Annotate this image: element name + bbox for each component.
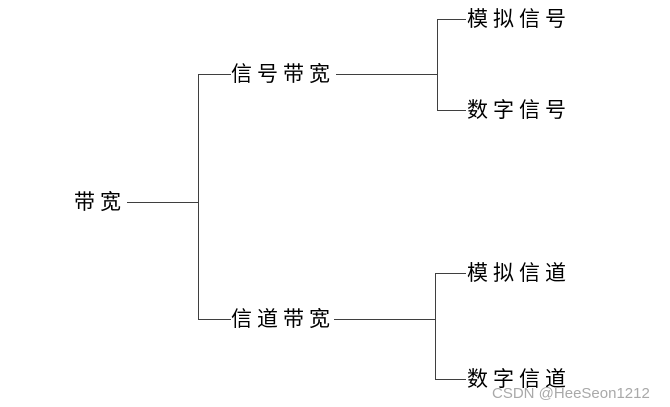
node-analog-channel: 模拟信道 [467, 261, 571, 285]
connector-digital-signal-stub [437, 110, 466, 111]
node-bandwidth-root: 带宽 [74, 190, 126, 214]
connector-root-line [127, 202, 198, 203]
connector-analog-channel-stub [435, 273, 466, 274]
connector-signal-stub [198, 74, 231, 75]
connector-level1-bracket [198, 74, 199, 320]
connector-signal-line [336, 74, 437, 75]
node-channel-bandwidth: 信道带宽 [231, 307, 335, 331]
connector-analog-signal-stub [437, 19, 466, 20]
connector-channel-line [334, 319, 435, 320]
connector-signal-bracket [437, 19, 438, 111]
node-signal-bandwidth: 信号带宽 [231, 62, 335, 86]
node-digital-signal: 数字信号 [467, 98, 571, 122]
connector-channel-bracket [435, 273, 436, 380]
connector-digital-channel-stub [435, 379, 466, 380]
node-analog-signal: 模拟信号 [467, 7, 571, 31]
csdn-watermark: CSDN @HeeSeon1212 [492, 385, 650, 402]
node-digital-channel: 数字信道 [467, 367, 571, 391]
connector-channel-stub [198, 319, 231, 320]
